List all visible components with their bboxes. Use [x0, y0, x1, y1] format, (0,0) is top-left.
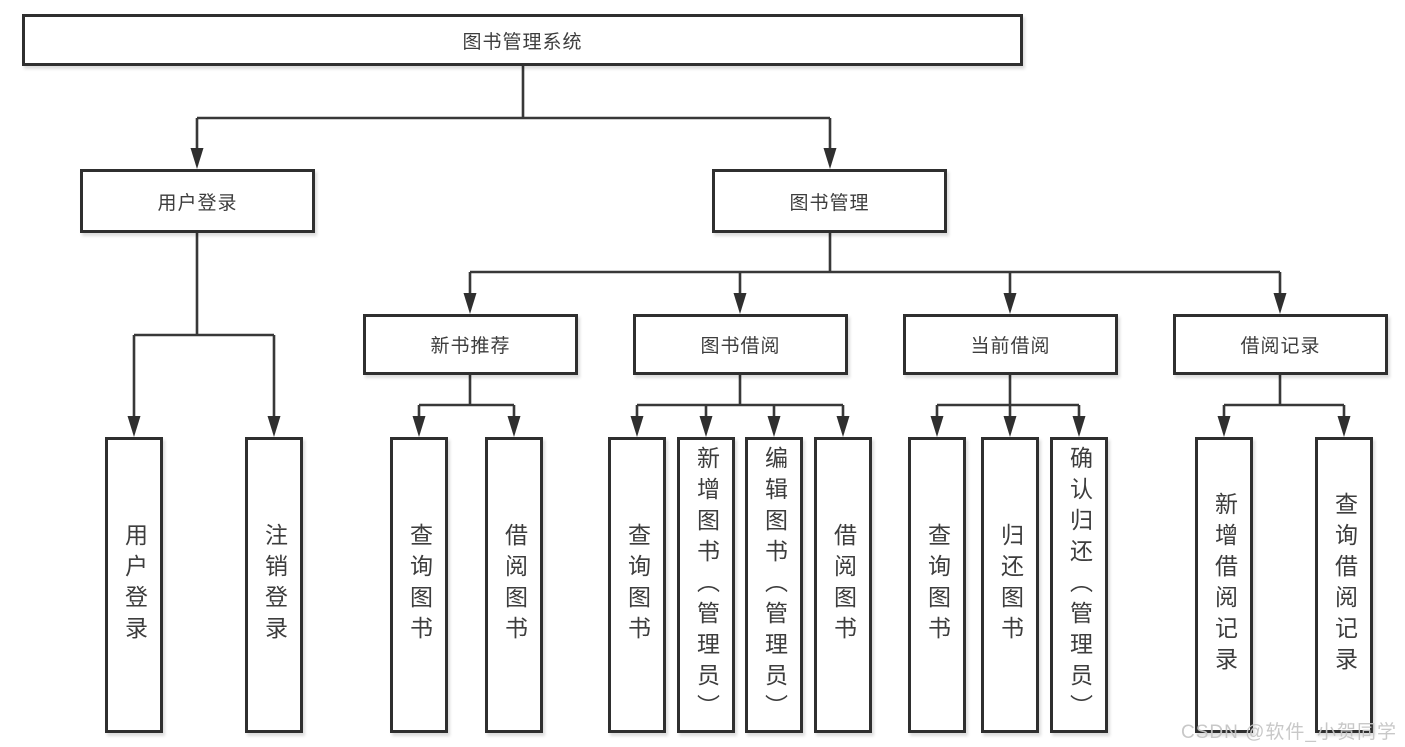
node-leaf-add-book-admin: 新增图书（管理员） — [677, 437, 735, 733]
node-leaf-query-borrow-record: 查询借阅记录 — [1315, 437, 1373, 733]
node-root: 图书管理系统 — [22, 14, 1023, 66]
connector-book-mgmt-to-level3 — [468, 233, 1282, 307]
connector-current-to-leaves — [935, 375, 1081, 430]
connector-records-to-leaves — [1222, 375, 1346, 430]
node-leaf-query-books-borrow: 查询图书 — [608, 437, 666, 733]
node-leaf-edit-book-admin: 编辑图书（管理员） — [745, 437, 803, 733]
csdn-watermark: CSDN @软件_小贺同学 — [1181, 722, 1397, 743]
node-leaf-query-books-current: 查询图书 — [908, 437, 966, 733]
node-book-borrow: 图书借阅 — [633, 314, 848, 375]
node-leaf-query-books-recommend: 查询图书 — [390, 437, 448, 733]
node-current-borrow: 当前借阅 — [903, 314, 1118, 375]
connector-root-to-level2 — [195, 66, 832, 162]
node-book-management: 图书管理 — [712, 169, 947, 233]
connector-lines — [132, 66, 1346, 430]
node-leaf-user-login: 用户登录 — [105, 437, 163, 733]
node-leaf-borrow-books-borrow: 借阅图书 — [814, 437, 872, 733]
connector-user-login-to-leaves — [132, 233, 276, 430]
node-leaf-return-books: 归还图书 — [981, 437, 1039, 733]
node-leaf-borrow-books-recommend: 借阅图书 — [485, 437, 543, 733]
node-leaf-add-borrow-record: 新增借阅记录 — [1195, 437, 1253, 733]
node-leaf-confirm-return-admin: 确认归还（管理员） — [1050, 437, 1108, 733]
node-borrow-records: 借阅记录 — [1173, 314, 1388, 375]
connector-borrow-to-leaves — [635, 375, 845, 430]
connector-recommend-to-leaves — [417, 375, 516, 430]
node-user-login: 用户登录 — [80, 169, 315, 233]
node-new-book-recommend: 新书推荐 — [363, 314, 578, 375]
node-leaf-logout: 注销登录 — [245, 437, 303, 733]
